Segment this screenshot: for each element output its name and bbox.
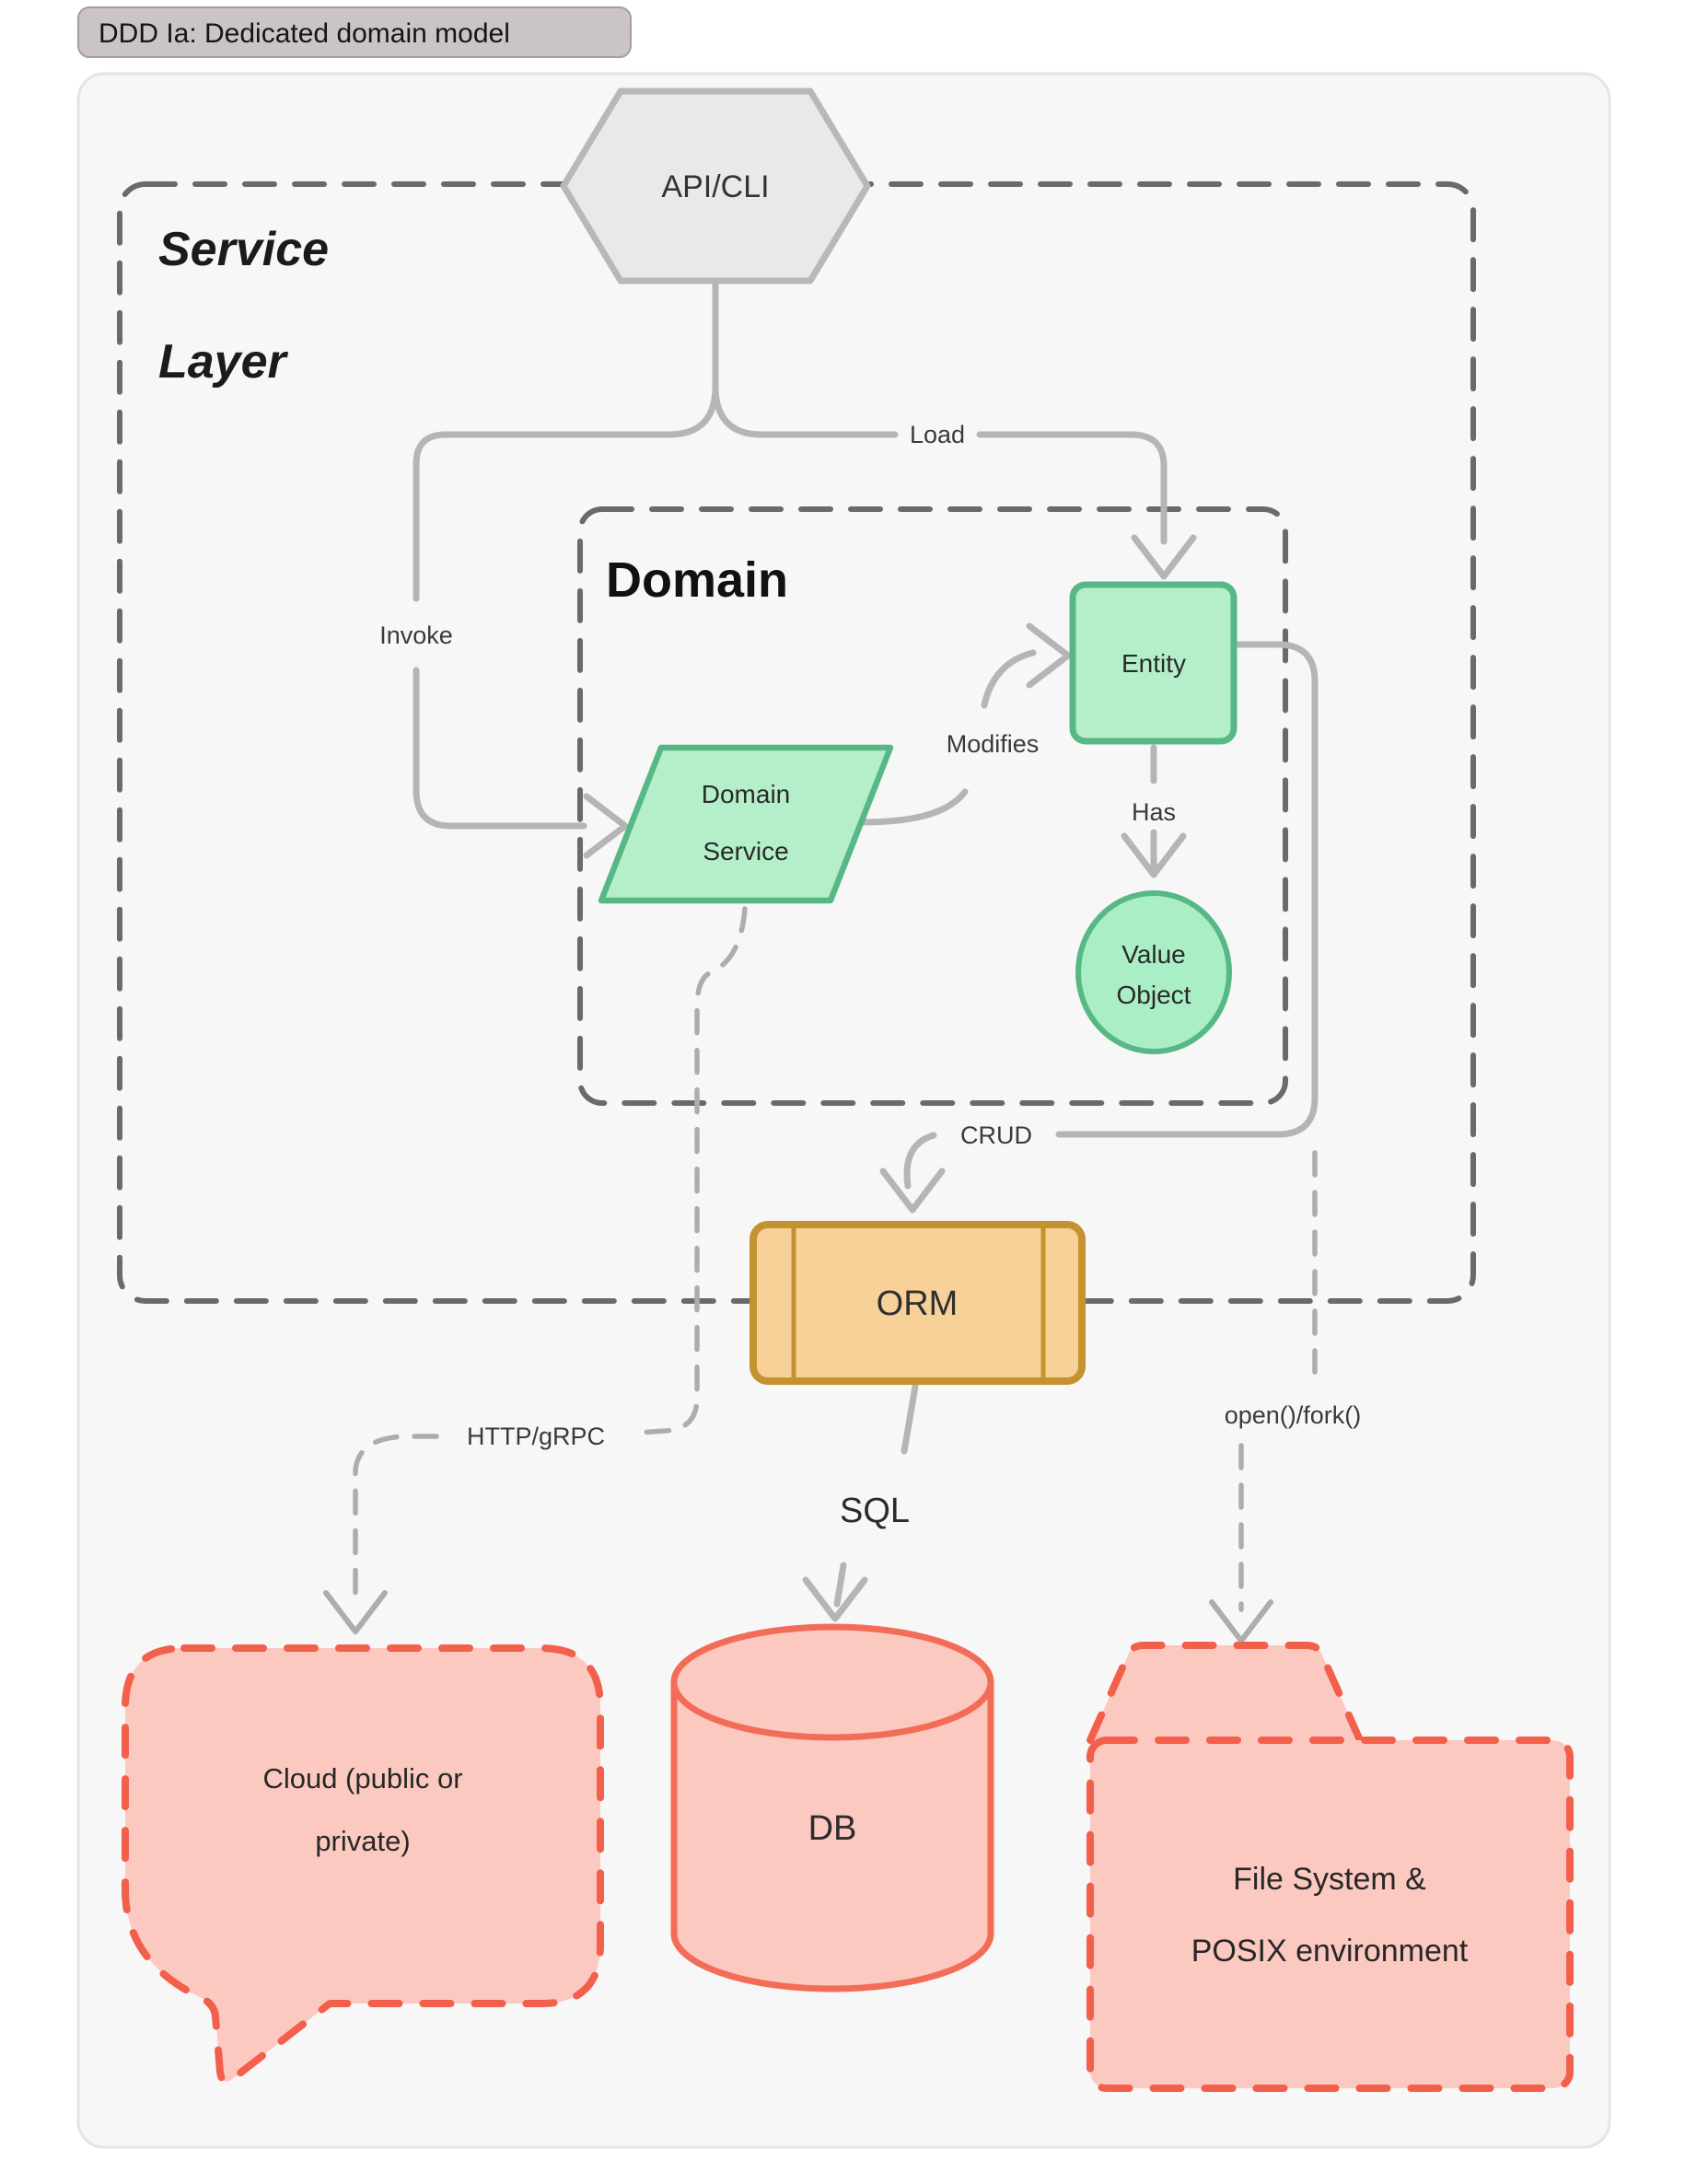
service-layer-label-line1: Service [158, 223, 329, 276]
modifies-line-lower [857, 788, 969, 826]
value-object-label-line2: Object [1117, 981, 1191, 1009]
edge-label-open-fork: open()/fork() [1225, 1401, 1362, 1429]
cloud-bubble [122, 1644, 604, 2085]
domain-box [577, 506, 1288, 1106]
file-system-label-line2: POSIX environment [1191, 1934, 1469, 1969]
load-line-left [712, 383, 899, 438]
edge-label-has: Has [1132, 798, 1176, 826]
value-object-label-line1: Value [1121, 940, 1186, 969]
sql-line-upper [901, 1383, 919, 1455]
crud-line-hook [903, 1132, 937, 1190]
value-object-circle [1075, 890, 1232, 1054]
sql-line-lower [833, 1562, 847, 1608]
service-layer-label-line2: Layer [158, 335, 289, 389]
node-orm: ORM [750, 1221, 1086, 1385]
load-arrowhead-icon [1131, 534, 1197, 580]
edge-label-modifies: Modifies [947, 730, 1040, 758]
domain-service-parallelogram [598, 744, 894, 904]
node-db: DB [670, 1623, 994, 1992]
has-arrowhead-icon [1121, 832, 1187, 878]
node-entity: Entity [1069, 581, 1238, 745]
http-grpc-line-lower [353, 1434, 439, 1603]
orm-label: ORM [877, 1284, 959, 1323]
api-cli-label: API/CLI [661, 169, 769, 204]
title-badge-label: DDD Ia: Dedicated domain model [99, 18, 510, 49]
cloud-label-line1: Cloud (public or [262, 1762, 462, 1795]
http-grpc-line-upper [634, 906, 748, 1435]
edge-label-crud: CRUD [960, 1121, 1032, 1149]
open-fork-arrowhead-icon [1209, 1599, 1273, 1644]
edge-label-http-grpc: HTTP/gRPC [467, 1423, 605, 1450]
node-file-system: File System & POSIX environment [1087, 1642, 1574, 2092]
crud-line-main [1055, 641, 1319, 1138]
node-cloud: Cloud (public or private) [122, 1644, 604, 2085]
entity-label: Entity [1121, 649, 1186, 678]
domain-service-label-line1: Domain [702, 780, 790, 808]
entity-rect [1069, 581, 1238, 745]
edge-label-load: Load [910, 421, 965, 448]
domain-label: Domain [606, 552, 788, 608]
node-api-cli: API/CLI [560, 87, 871, 285]
title-badge: DDD Ia: Dedicated domain model [77, 6, 632, 58]
domain-service-label-line2: Service [703, 837, 788, 865]
db-label: DB [808, 1809, 857, 1848]
title-badge-bg [77, 6, 632, 58]
orm-rect [750, 1221, 1086, 1385]
db-cylinder-body [670, 1682, 994, 1992]
modifies-line-upper [981, 649, 1037, 709]
edge-label-invoke: Invoke [379, 622, 453, 649]
folder-tab [1087, 1642, 1364, 1744]
edge-label-sql: SQL [840, 1492, 910, 1530]
load-line-right [976, 431, 1168, 545]
invoke-line-upper [413, 383, 719, 602]
file-system-label-line1: File System & [1233, 1862, 1426, 1897]
db-cylinder-top [670, 1623, 994, 1741]
node-domain-service: Domain Service [598, 744, 894, 904]
folder-body [1087, 1737, 1574, 2092]
sql-arrowhead-icon [802, 1576, 868, 1622]
crud-arrowhead-icon [879, 1168, 946, 1214]
api-cli-hexagon [560, 87, 871, 285]
modifies-arrowhead-icon [1026, 622, 1072, 689]
invoke-line-lower [413, 667, 587, 830]
http-grpc-arrowhead-icon [323, 1590, 388, 1634]
invoke-arrowhead-icon [583, 793, 629, 859]
cloud-label-line2: private) [315, 1825, 410, 1857]
node-value-object: Value Object [1075, 890, 1232, 1054]
